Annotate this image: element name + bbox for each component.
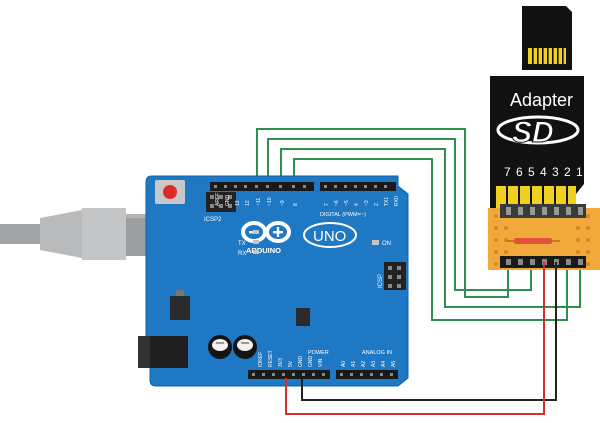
digital-header-left bbox=[210, 182, 314, 191]
sd-logo-icon: SD bbox=[496, 115, 580, 150]
power-wires bbox=[285, 262, 557, 415]
pin-gnd-2: GND bbox=[308, 356, 314, 368]
analog-header bbox=[336, 370, 398, 379]
pin-9: ~9 bbox=[280, 200, 286, 206]
micro-sd-card bbox=[522, 6, 572, 70]
analog-label: ANALOG IN bbox=[362, 350, 392, 356]
led-indicators bbox=[253, 230, 379, 254]
pin-3: ~3 bbox=[364, 200, 370, 206]
digital-header-right bbox=[320, 182, 396, 191]
wire-d13 bbox=[256, 128, 509, 298]
microcontroller bbox=[296, 308, 310, 326]
sd-logo-text: SD bbox=[512, 116, 554, 149]
pin-a1: A1 bbox=[351, 361, 357, 367]
pin-rx0: RX0 bbox=[394, 196, 400, 206]
uno-badge: UNO bbox=[303, 222, 357, 248]
wire-d10 bbox=[293, 158, 568, 321]
pin-a4: A4 bbox=[381, 361, 387, 367]
adapter-pin-2: 2 bbox=[564, 165, 571, 179]
pin-6: ~6 bbox=[334, 200, 340, 206]
resistor bbox=[514, 238, 552, 244]
wire-5v bbox=[285, 262, 545, 415]
pin-8: 8 bbox=[293, 203, 299, 206]
adapter-pin-1: 1 bbox=[576, 165, 583, 179]
adapter-pin-numbers: 7 6 5 4 3 2 1 bbox=[504, 165, 583, 179]
pin-5: ~5 bbox=[344, 200, 350, 206]
icsp2-label: ICSP2 bbox=[204, 217, 222, 223]
pin-ioref: IOREF bbox=[258, 352, 264, 367]
voltage-regulator bbox=[170, 296, 190, 320]
pin-2: 2 bbox=[374, 203, 380, 206]
perfboard bbox=[488, 204, 600, 270]
arduino-brand: ARDUINO bbox=[246, 246, 281, 255]
adapter-pin-6: 6 bbox=[516, 165, 523, 179]
pin-reset: RESET bbox=[268, 350, 274, 367]
pin-aref: AREF bbox=[215, 193, 221, 206]
pin-vin: VIN bbox=[318, 358, 324, 367]
uno-model: UNO bbox=[313, 228, 346, 245]
pin-13: 13 bbox=[235, 200, 241, 206]
pin-7: 7 bbox=[324, 203, 330, 206]
pin-11: ~11 bbox=[256, 198, 262, 206]
rx-label: RX bbox=[238, 251, 246, 257]
adapter-pin-3: 3 bbox=[552, 165, 559, 179]
pin-5v: 5V bbox=[288, 360, 294, 367]
power-pin-labels: IOREF RESET 3V3 5V GND GND VIN bbox=[258, 350, 324, 367]
capacitors bbox=[208, 335, 257, 359]
analog-pin-labels: A0 A1 A2 A3 A4 A5 bbox=[341, 361, 397, 367]
wire-d11 bbox=[280, 148, 581, 308]
green-wires bbox=[256, 128, 581, 321]
adapter-pin-5: 5 bbox=[528, 165, 535, 179]
adapter-label: Adapter bbox=[510, 90, 573, 110]
pin-a2: A2 bbox=[361, 361, 367, 367]
power-header bbox=[248, 370, 330, 379]
on-label: ON bbox=[382, 241, 391, 247]
digital-label: DIGITAL (PWM=~) bbox=[320, 212, 366, 218]
pin-gnd-1: GND bbox=[298, 356, 304, 368]
pin-gnd: GND bbox=[225, 195, 231, 207]
pin-3v3: 3V3 bbox=[278, 358, 284, 367]
pin-4: 4 bbox=[354, 203, 360, 206]
digital-pin-labels: AREF GND 13 12 ~11 ~10 ~9 8 7 ~6 ~5 4 ~3… bbox=[215, 193, 400, 206]
dc-power-jack bbox=[138, 336, 188, 368]
pin-a3: A3 bbox=[371, 361, 377, 367]
pin-a5: A5 bbox=[391, 361, 397, 367]
sd-card-adapter: Adapter SD 7 6 5 4 3 2 1 bbox=[490, 76, 584, 208]
icsp-header bbox=[384, 262, 406, 290]
icsp2-header bbox=[206, 192, 236, 212]
pin-tx1: TX1 bbox=[384, 197, 390, 206]
adapter-pin-7: 7 bbox=[504, 165, 511, 179]
wire-gnd bbox=[301, 262, 557, 401]
tx-label: TX bbox=[238, 241, 246, 247]
adapter-pin-4: 4 bbox=[540, 165, 547, 179]
pin-10: ~10 bbox=[267, 197, 273, 206]
icsp-label: ICSP bbox=[378, 274, 384, 288]
reset-button bbox=[155, 180, 185, 204]
wire-d12 bbox=[267, 138, 532, 291]
power-label: POWER bbox=[308, 350, 329, 356]
arduino-uno-board: ICSP2 AREF GND 13 12 ~11 ~10 ~9 8 7 ~6 bbox=[138, 175, 409, 387]
pin-12: 12 bbox=[245, 200, 251, 206]
pin-a0: A0 bbox=[341, 361, 347, 367]
